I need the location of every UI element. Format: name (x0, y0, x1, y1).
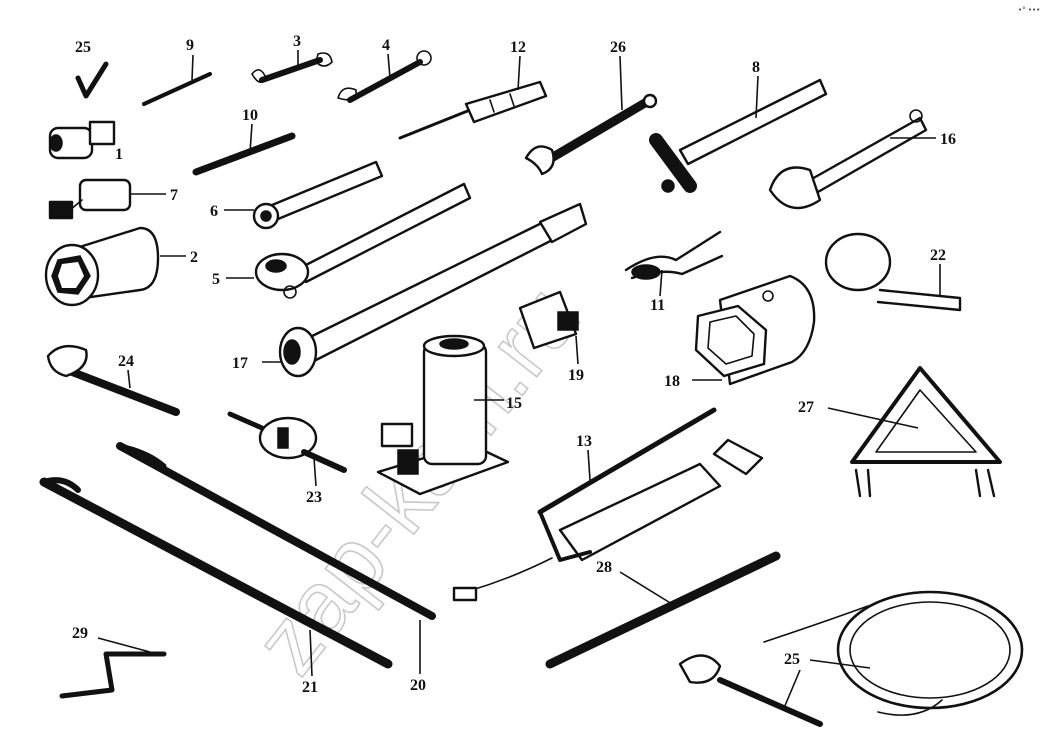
adjustable-wrench-icon (768, 109, 928, 210)
label-10: 10 (242, 107, 258, 124)
label-8: 8 (752, 59, 760, 76)
label-15: 15 (506, 395, 522, 412)
label-7: 7 (170, 187, 178, 204)
label-6: 6 (210, 203, 218, 220)
label-24: 24 (118, 353, 134, 370)
label-4: 4 (382, 37, 390, 54)
label-9: 9 (186, 37, 194, 54)
label-20: 20 (410, 677, 426, 694)
label-27: 27 (798, 399, 814, 416)
label-26: 26 (610, 39, 626, 56)
label-16: 16 (940, 131, 956, 148)
grease-gun-icon (452, 407, 764, 602)
corner-mark: •° ••• (1018, 6, 1040, 14)
box-socket-icon (518, 290, 579, 350)
label-22: 22 (930, 247, 946, 264)
inspection-lamp-icon (678, 590, 1024, 727)
label-17: 17 (232, 355, 248, 372)
drift-icon (192, 132, 296, 176)
tommy-bar-icon (545, 551, 781, 669)
open-spanner-small-icon (251, 52, 333, 83)
hammer-icon (649, 78, 828, 193)
label-18: 18 (664, 373, 680, 390)
ring-spanner-icon (337, 50, 432, 103)
warning-triangle-icon (850, 366, 1002, 498)
valve-tool-icon (227, 411, 347, 473)
pliers-icon (624, 230, 724, 280)
large-socket-icon (44, 226, 160, 307)
label-29: 29 (72, 625, 88, 642)
open-spanner-large-icon (524, 93, 658, 176)
label-28: 28 (596, 559, 612, 576)
label-25-lamp: 25 (784, 651, 800, 668)
label-25-top: 25 (75, 39, 91, 56)
tyre-lever-icon (116, 442, 436, 620)
hydraulic-jack-icon (376, 334, 510, 496)
hook-spanner-icon (46, 344, 180, 416)
label-23: 23 (306, 489, 322, 506)
label-13: 13 (576, 433, 592, 450)
label-19: 19 (568, 367, 584, 384)
screwdriver-icon (398, 80, 548, 140)
label-5: 5 (212, 271, 220, 288)
label-11: 11 (650, 297, 665, 314)
label-3: 3 (293, 33, 301, 50)
wheel-brace-icon (278, 202, 588, 378)
hex-ring-socket-icon (694, 274, 816, 386)
tyre-lever-long-icon (39, 477, 393, 669)
ratchet-icon (254, 182, 472, 299)
drift-punch-icon (142, 72, 212, 106)
universal-joint-icon (48, 178, 132, 220)
label-1: 1 (115, 146, 123, 163)
socket-adaptor-icon (48, 120, 116, 160)
strap-wrench-icon (824, 232, 962, 312)
hex-key-icon (75, 61, 109, 99)
label-21: 21 (302, 679, 318, 696)
label-12: 12 (510, 39, 526, 56)
extension-bar-icon (252, 160, 384, 230)
crank-handle-icon (59, 651, 167, 699)
label-2: 2 (190, 249, 198, 266)
